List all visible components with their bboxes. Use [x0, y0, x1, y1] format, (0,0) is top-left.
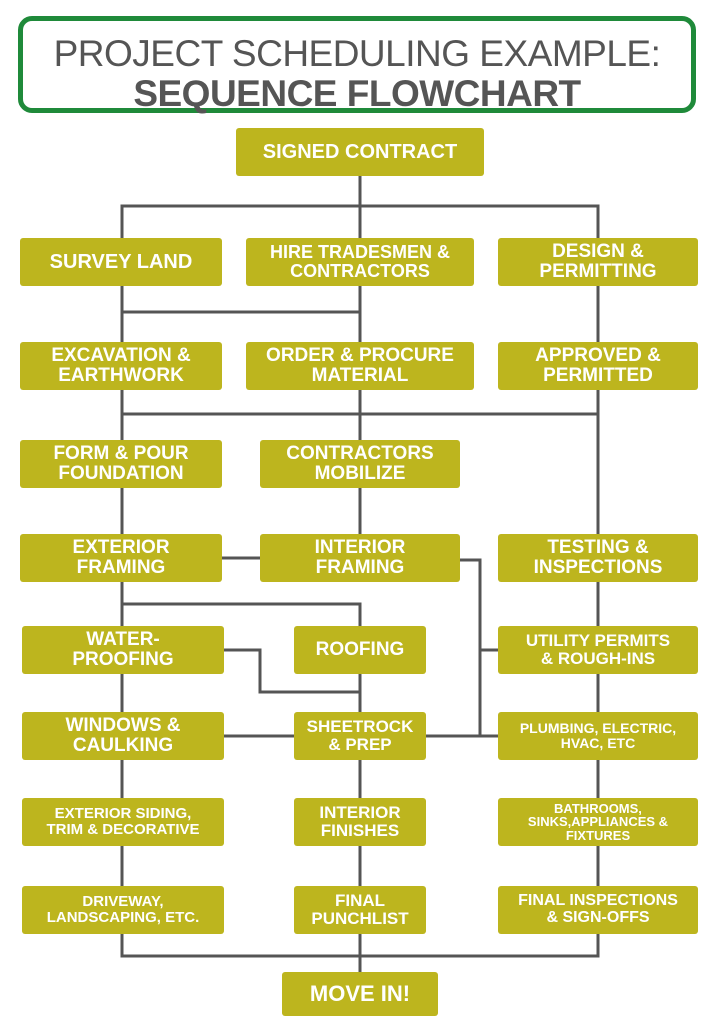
connector: [120, 388, 600, 442]
node-waterproofing: WATER- PROOFING: [22, 626, 224, 674]
node-utility-permits: UTILITY PERMITS & ROUGH-INS: [498, 626, 698, 674]
node-contractors-mobilize: CONTRACTORS MOBILIZE: [260, 440, 460, 488]
title-line-1: PROJECT SCHEDULING EXAMPLE:: [53, 33, 661, 74]
title-line-2: SEQUENCE FLOWCHART: [133, 73, 581, 114]
title-frame: PROJECT SCHEDULING EXAMPLE: SEQUENCE FLO…: [18, 16, 696, 114]
node-move-in: MOVE IN!: [282, 972, 438, 1016]
connector: [222, 648, 362, 694]
node-testing-inspections: TESTING & INSPECTIONS: [498, 534, 698, 582]
node-plumbing: PLUMBING, ELECTRIC, HVAC, ETC: [498, 712, 698, 760]
node-driveway: DRIVEWAY, LANDSCAPING, ETC.: [22, 886, 224, 934]
node-windows-caulking: WINDOWS & CAULKING: [22, 712, 224, 760]
node-excavation: EXCAVATION & EARTHWORK: [20, 342, 222, 390]
node-roofing: ROOFING: [294, 626, 426, 674]
node-order-procure: ORDER & PROCURE MATERIAL: [246, 342, 474, 390]
node-exterior-siding: EXTERIOR SIDING, TRIM & DECORATIVE: [22, 798, 224, 846]
connector: [120, 174, 600, 240]
connector: [120, 486, 362, 536]
node-sheetrock: SHEETROCK & PREP: [294, 712, 426, 760]
node-interior-finishes: INTERIOR FINISHES: [294, 798, 426, 846]
connector: [458, 558, 500, 738]
connector: [120, 284, 362, 344]
node-signed-contract: SIGNED CONTRACT: [236, 128, 484, 176]
connector: [120, 580, 362, 628]
node-approved-permitted: APPROVED & PERMITTED: [498, 342, 698, 390]
node-survey-land: SURVEY LAND: [20, 238, 222, 286]
node-bathrooms: BATHROOMS, SINKS,APPLIANCES & FIXTURES: [498, 798, 698, 846]
node-design-permitting: DESIGN & PERMITTING: [498, 238, 698, 286]
node-exterior-framing: EXTERIOR FRAMING: [20, 534, 222, 582]
node-final-punchlist: FINAL PUNCHLIST: [294, 886, 426, 934]
node-interior-framing: INTERIOR FRAMING: [260, 534, 460, 582]
node-form-pour: FORM & POUR FOUNDATION: [20, 440, 222, 488]
node-hire-tradesmen: HIRE TRADESMEN & CONTRACTORS: [246, 238, 474, 286]
node-final-inspections: FINAL INSPECTIONS & SIGN-OFFS: [498, 886, 698, 934]
